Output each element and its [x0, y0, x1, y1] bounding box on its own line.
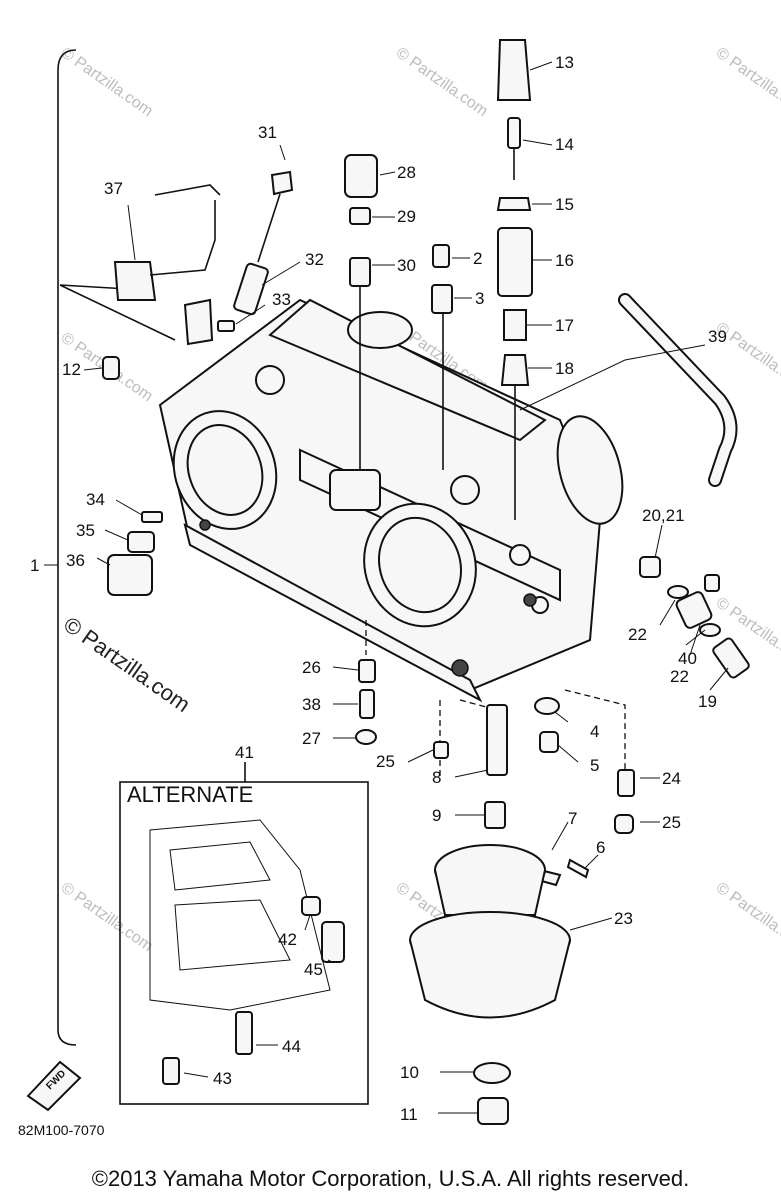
callout-11: 11: [400, 1105, 418, 1124]
callout-22b: 22: [670, 667, 689, 686]
watermark: © Partzilla.com: [713, 879, 781, 955]
callout-38: 38: [302, 695, 321, 714]
alternate-box-title: ALTERNATE: [127, 782, 253, 807]
watermark: © Partzilla.com: [58, 879, 156, 955]
callout-18: 18: [555, 359, 574, 378]
callout-12: 12: [62, 360, 81, 379]
alternate-box: [119, 762, 369, 1105]
partzilla-watermark: © Partzilla.com: [59, 612, 195, 718]
callout-43: 43: [213, 1069, 232, 1088]
callout-10: 10: [400, 1063, 419, 1082]
callout-9: 9: [432, 806, 441, 825]
left-small-parts: [107, 511, 163, 596]
choke-assembly: [102, 184, 235, 380]
callout-13: 13: [555, 53, 574, 72]
callout-labels: 1 2 3 4 5 6 7 8 9 10 11 12 13 14 15 16 1…: [30, 53, 727, 1124]
right-fittings: [639, 556, 750, 679]
throttle-parts: [233, 154, 453, 470]
callout-1: 1: [30, 556, 39, 575]
callout-34: 34: [86, 490, 105, 509]
fuel-hose-inner: [620, 295, 736, 485]
assembly-bracket: [57, 49, 77, 1046]
callout-17: 17: [555, 316, 574, 335]
needle-valve-parts: [496, 39, 533, 520]
callout-25b: 25: [662, 813, 681, 832]
callout-42: 42: [278, 930, 297, 949]
callout-8: 8: [432, 768, 441, 787]
callout-37: 37: [104, 179, 123, 198]
callout-24: 24: [662, 769, 681, 788]
callout-14: 14: [555, 135, 574, 154]
callout-3: 3: [475, 289, 484, 308]
callout-39: 39: [708, 327, 727, 346]
callout-6: 6: [596, 838, 605, 857]
callout-15: 15: [555, 195, 574, 214]
float-bowl-parts: [355, 620, 635, 1125]
callout-26: 26: [302, 658, 321, 677]
leader-lines: [44, 61, 729, 1114]
front-direction-arrow: FWD: [26, 1060, 82, 1112]
callout-27: 27: [302, 729, 321, 748]
callout-30: 30: [397, 256, 416, 275]
callout-29: 29: [397, 207, 416, 226]
callout-22a: 22: [628, 625, 647, 644]
watermark: © Partzilla.com: [393, 44, 491, 120]
carburetor-body: [158, 298, 624, 703]
callout-23: 23: [614, 909, 633, 928]
callout-4: 4: [590, 722, 599, 741]
callout-28: 28: [397, 163, 416, 182]
callout-16: 16: [555, 251, 574, 270]
callout-19: 19: [698, 692, 717, 711]
callout-36: 36: [66, 551, 85, 570]
callout-5: 5: [590, 756, 599, 775]
callout-20-21: 20,21: [642, 506, 685, 525]
callout-7: 7: [568, 809, 577, 828]
callout-33: 33: [272, 290, 291, 309]
copyright-notice: ©2013 Yamaha Motor Corporation, U.S.A. A…: [91, 1166, 690, 1191]
callout-45: 45: [304, 960, 323, 979]
callout-44: 44: [282, 1037, 301, 1056]
callout-31: 31: [258, 123, 277, 142]
callout-40: 40: [678, 649, 697, 668]
callout-32: 32: [305, 250, 324, 269]
watermark: © Partzilla.com: [713, 44, 781, 120]
diagram-code: 82M100-7070: [18, 1122, 105, 1138]
alternate-box-number: 41: [235, 743, 254, 762]
callout-2: 2: [473, 249, 482, 268]
watermark: © Partzilla.com: [58, 44, 156, 120]
callout-25a: 25: [376, 752, 395, 771]
callout-35: 35: [76, 521, 95, 540]
